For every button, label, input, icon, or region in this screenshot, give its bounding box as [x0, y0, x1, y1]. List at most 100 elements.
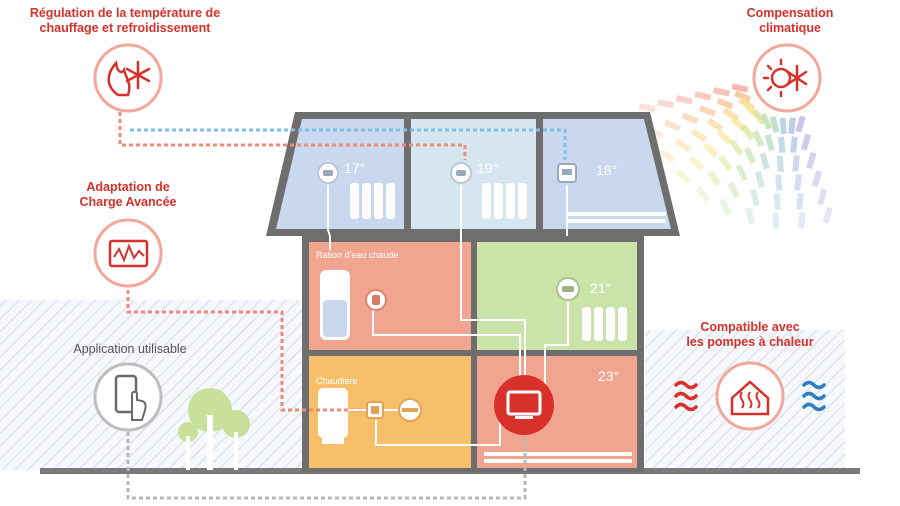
temp-green-room: 21° [590, 280, 612, 296]
climate-ray [760, 112, 773, 130]
application-label: Application utilisable [73, 342, 187, 356]
climate-ray [706, 170, 722, 187]
climate-ray [788, 117, 796, 134]
wire-green-room [544, 300, 569, 385]
climate-ray [796, 193, 804, 210]
phone-touch-icon[interactable] [93, 362, 163, 432]
floor-heating-control-room [484, 452, 632, 463]
heat-waves-icon [674, 380, 698, 412]
temp-attic-left: 17° [344, 160, 366, 176]
climate-ray [754, 170, 765, 188]
boiler-unit [318, 388, 348, 438]
attic-room-middle [411, 119, 536, 229]
climate-ray [772, 212, 780, 229]
climate-ray [817, 188, 828, 206]
radiator-attic-middle [482, 183, 527, 219]
climate-ray [759, 152, 770, 170]
compensation-label: Compensation climatique [746, 6, 834, 35]
climate-ray [740, 123, 755, 141]
wire-attic-left [327, 185, 331, 250]
climate-ray [800, 133, 812, 151]
climate-ray [752, 129, 765, 148]
waveform-monitor-icon[interactable] [93, 218, 163, 288]
climate-ray [764, 134, 775, 152]
climate-ray [694, 91, 712, 101]
radiator-green-room [582, 307, 627, 341]
climate-ray [718, 154, 733, 172]
display-controller-icon[interactable] [494, 375, 554, 435]
wire-hot-water [372, 310, 521, 385]
wire-attic-middle [460, 185, 526, 385]
climate-ray [675, 95, 693, 105]
climate-ray [806, 151, 817, 170]
climate-ray [695, 185, 711, 202]
climate-ray [729, 139, 744, 156]
temp-attic-middle: 19° [477, 160, 499, 176]
house-heat-icon[interactable] [715, 361, 785, 431]
climate-ray [811, 170, 822, 188]
climate-ray [702, 142, 719, 158]
climate-ray [798, 211, 806, 229]
sensor-hot-water[interactable] [365, 289, 387, 311]
climate-ray [689, 155, 705, 172]
climate-ray [716, 129, 733, 145]
climate-ray [769, 115, 780, 133]
climate-ray [745, 207, 755, 225]
climate-ray [706, 117, 724, 132]
climate-ray [734, 90, 752, 103]
climate-ray [713, 87, 730, 97]
climate-ray [657, 99, 675, 109]
climate-ray [735, 164, 748, 182]
climate-ray [795, 115, 806, 133]
climate-ray [822, 206, 833, 224]
attic-room-right [543, 119, 671, 229]
boiler-room-label: Chaudière [316, 376, 358, 386]
adaptation-label: Adaptation de Charge Avancée [79, 180, 177, 209]
adaptation-pipe [126, 290, 370, 412]
app-ground-link [126, 425, 527, 500]
climate-ray [773, 193, 781, 210]
sun-snowflake-icon[interactable] [752, 43, 822, 113]
climate-ray [727, 181, 740, 199]
climate-ray [663, 119, 681, 132]
thermostat-green-room[interactable] [556, 277, 580, 301]
heating-pipe-top [118, 98, 467, 160]
radiator-attic-left [350, 183, 395, 219]
climate-ray [716, 97, 734, 110]
climate-ray [719, 198, 732, 216]
climate-ray [638, 103, 656, 113]
climate-ray [794, 174, 802, 191]
climate-ray [690, 128, 708, 143]
regulation-label: Régulation de la température de chauffag… [29, 6, 221, 35]
snowflake-flame-icon[interactable] [93, 43, 163, 113]
climate-ray [779, 117, 787, 135]
temp-attic-right: 18° [596, 162, 618, 178]
boiler-base [322, 438, 344, 444]
cold-waves-icon [802, 380, 826, 412]
climate-ray [775, 174, 783, 191]
thermostat-attic-middle[interactable] [450, 162, 472, 184]
hot-water-room-label: Ration d'eau chaude [316, 250, 399, 260]
climate-ray [658, 149, 676, 163]
cooling-pipe [130, 128, 567, 160]
thermostat-attic-right[interactable] [557, 163, 577, 183]
hot-water-tank-level [323, 300, 347, 337]
climate-ray [778, 136, 786, 154]
temp-control-room: 23° [598, 368, 620, 384]
climate-ray [681, 112, 699, 125]
thermostat-attic-left[interactable] [317, 162, 339, 184]
climate-ray [790, 136, 798, 153]
climate-ray [776, 155, 784, 172]
climate-ray [743, 147, 757, 165]
climate-ray [751, 108, 766, 126]
floor-heating-attic [568, 212, 666, 223]
heatpump-label: Compatible avec les pompes à chaleur [686, 320, 814, 349]
climate-ray [674, 138, 692, 153]
climate-ray [749, 189, 760, 207]
climate-ray [792, 155, 800, 172]
boiler-relay[interactable] [366, 401, 384, 419]
tree-illustration [178, 388, 250, 470]
boiler-switch[interactable] [398, 398, 422, 422]
climate-ray [731, 83, 749, 93]
